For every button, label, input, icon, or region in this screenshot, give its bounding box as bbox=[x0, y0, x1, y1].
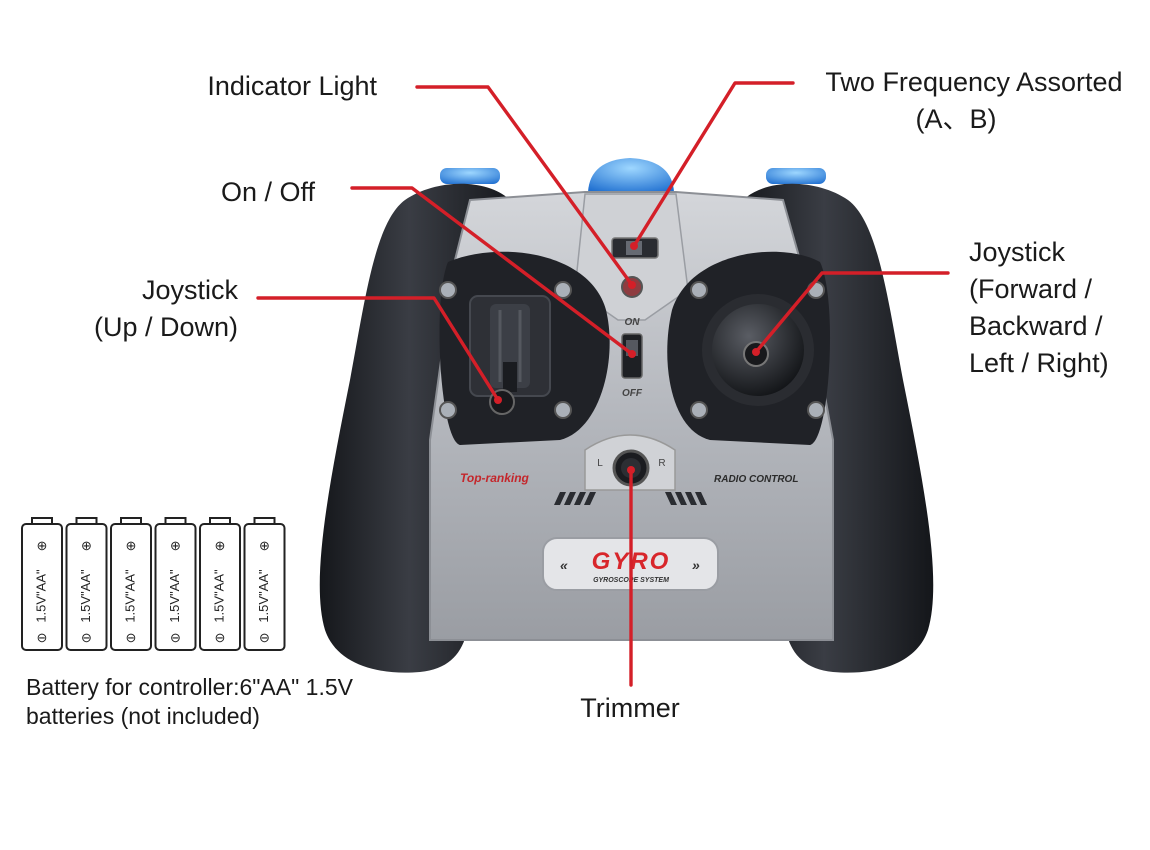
callout-on-off: On / Off bbox=[220, 177, 315, 207]
chevron-left-icon: « bbox=[560, 557, 568, 573]
battery-cell: ⊕ 1.5V"AA" ⊖ bbox=[243, 517, 286, 651]
minus-icon: ⊖ bbox=[170, 630, 181, 645]
minus-icon: ⊖ bbox=[215, 630, 226, 645]
trim-left-label: L bbox=[597, 458, 603, 469]
leader-indicator-light bbox=[415, 85, 634, 287]
plus-icon: ⊕ bbox=[259, 538, 270, 553]
callout-joystick-left: Joystick (Up / Down) bbox=[93, 275, 238, 342]
battery-cell-label: 1.5V"AA" bbox=[78, 569, 93, 623]
plus-icon: ⊕ bbox=[81, 538, 92, 553]
battery-pack: ⊕ 1.5V"AA" ⊖ ⊕ 1.5V"AA" ⊖ ⊕ 1.5V"AA" ⊖ ⊕ 1.5V"AA" ⊖… bbox=[21, 517, 286, 651]
battery-cell-label: 1.5V"AA" bbox=[167, 569, 182, 623]
leader-lines bbox=[256, 81, 950, 687]
battery-cell-label: 1.5V"AA" bbox=[256, 569, 271, 623]
leader-two-frequency bbox=[632, 81, 795, 248]
battery-cell: ⊕ 1.5V"AA" ⊖ bbox=[110, 517, 152, 651]
battery-cell: ⊕ 1.5V"AA" ⊖ bbox=[199, 517, 241, 651]
battery-cell: ⊕ 1.5V"AA" ⊖ bbox=[154, 517, 197, 651]
minus-icon: ⊖ bbox=[126, 630, 137, 645]
left-shoulder-button bbox=[440, 168, 500, 184]
battery-cell-label: 1.5V"AA" bbox=[211, 569, 226, 623]
battery-caption: Battery for controller:6"AA" 1.5V batter… bbox=[26, 674, 353, 729]
stripes-right bbox=[665, 492, 707, 505]
battery-cell: ⊕ 1.5V"AA" ⊖ bbox=[65, 517, 108, 651]
minus-icon: ⊖ bbox=[37, 630, 48, 645]
trim-right-label: R bbox=[658, 458, 665, 469]
callout-indicator-light: Indicator Light bbox=[207, 71, 377, 101]
battery-cell: ⊕ 1.5V"AA" ⊖ bbox=[21, 517, 63, 651]
plus-icon: ⊕ bbox=[215, 538, 226, 553]
controller: ON OFF L R Top-ranking RADIO CONTROL GYR… bbox=[319, 158, 934, 673]
brand-left: Top-ranking bbox=[460, 471, 530, 485]
leader-dots bbox=[494, 242, 760, 474]
right-shoulder-button bbox=[766, 168, 826, 184]
switch-on-label: ON bbox=[625, 317, 641, 328]
right-joystick-pad bbox=[667, 251, 831, 445]
chevron-right-icon: » bbox=[692, 557, 700, 573]
stripes-left bbox=[554, 492, 596, 505]
battery-cell-label: 1.5V"AA" bbox=[33, 569, 48, 623]
callout-trimmer: Trimmer bbox=[580, 693, 680, 723]
minus-icon: ⊖ bbox=[81, 630, 92, 645]
plus-icon: ⊕ bbox=[37, 538, 48, 553]
antenna-cap bbox=[588, 158, 674, 192]
left-joystick-pad bbox=[439, 251, 610, 445]
battery-cell-label: 1.5V"AA" bbox=[122, 569, 137, 623]
minus-icon: ⊖ bbox=[259, 630, 270, 645]
callout-joystick-right: Joystick (Forward / Backward / Left / Ri… bbox=[969, 237, 1109, 378]
plus-icon: ⊕ bbox=[170, 538, 181, 553]
leader-on-off bbox=[350, 186, 634, 356]
brand-right: RADIO CONTROL bbox=[714, 474, 798, 485]
leader-joystick-left bbox=[256, 296, 500, 402]
plus-icon: ⊕ bbox=[126, 538, 137, 553]
switch-off-label: OFF bbox=[622, 388, 643, 399]
leader-joystick-right bbox=[754, 271, 950, 354]
callout-two-frequency: Two Frequency Assorted (A、B) bbox=[825, 67, 1123, 134]
